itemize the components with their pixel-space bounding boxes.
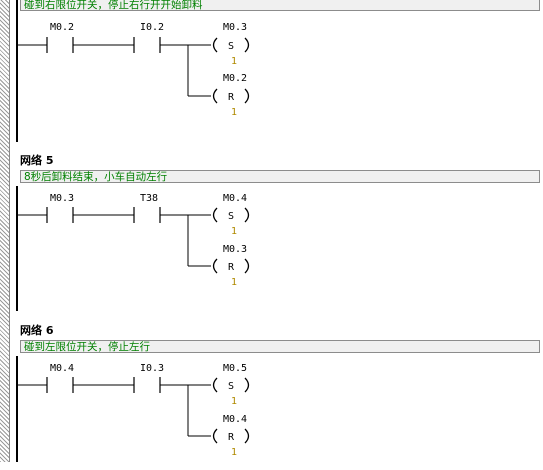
coil-count: 1 xyxy=(231,396,237,407)
contact-operand: M0.3 xyxy=(50,193,74,204)
ladder-network-4: M0.2 I0.2 M0.3 S 1 M0.2 R 1 xyxy=(17,22,250,118)
network-comment[interactable]: 8秒后卸料结束，小车自动左行 xyxy=(20,170,540,183)
set-coil[interactable]: S xyxy=(212,37,250,53)
reset-coil[interactable]: R xyxy=(212,428,250,444)
contact-operand: I0.2 xyxy=(140,22,164,33)
svg-text:R: R xyxy=(228,432,235,443)
network-comment[interactable]: 碰到左限位开关，停止左行 xyxy=(20,340,540,353)
contact-operand: T38 xyxy=(140,193,158,204)
contact-no[interactable] xyxy=(133,37,161,53)
contact-no[interactable] xyxy=(46,207,74,223)
network-comment[interactable]: 碰到右限位开关，停止右行开开始卸料 xyxy=(20,0,540,11)
contact-operand: I0.3 xyxy=(140,363,164,374)
contact-no[interactable] xyxy=(46,377,74,393)
power-rail-network-5 xyxy=(16,186,18,311)
coil-count: 1 xyxy=(231,56,237,67)
svg-text:S: S xyxy=(228,381,234,392)
network-title: 网络 5 xyxy=(20,154,54,167)
svg-text:R: R xyxy=(228,262,235,273)
coil-operand: M0.3 xyxy=(223,244,247,255)
coil-count: 1 xyxy=(231,277,237,288)
set-coil[interactable]: S xyxy=(212,207,250,223)
contact-operand: M0.2 xyxy=(50,22,74,33)
coil-operand: M0.5 xyxy=(223,363,247,374)
svg-text:R: R xyxy=(228,92,235,103)
set-coil[interactable]: S xyxy=(212,377,250,393)
coil-count: 1 xyxy=(231,226,237,237)
reset-coil[interactable]: R xyxy=(212,258,250,274)
power-rail-network-4 xyxy=(16,0,18,142)
power-rail-network-6 xyxy=(16,356,18,462)
contact-no[interactable] xyxy=(133,207,161,223)
contact-operand: M0.4 xyxy=(50,363,74,374)
coil-operand: M0.4 xyxy=(223,193,247,204)
svg-text:S: S xyxy=(228,41,234,52)
coil-operand: M0.2 xyxy=(223,73,247,84)
coil-operand: M0.4 xyxy=(223,414,247,425)
coil-count: 1 xyxy=(231,107,237,118)
contact-no[interactable] xyxy=(133,377,161,393)
left-margin-hatch xyxy=(0,0,10,462)
contact-no[interactable] xyxy=(46,37,74,53)
network-title: 网络 6 xyxy=(20,324,54,337)
ladder-network-6: M0.4 I0.3 M0.5 S 1 M0.4 R 1 xyxy=(17,363,250,458)
coil-count: 1 xyxy=(231,447,237,458)
reset-coil[interactable]: R xyxy=(212,88,250,104)
ladder-network-5: M0.3 T38 M0.4 S 1 M0.3 R 1 xyxy=(17,193,250,288)
svg-text:S: S xyxy=(228,211,234,222)
coil-operand: M0.3 xyxy=(223,22,247,33)
